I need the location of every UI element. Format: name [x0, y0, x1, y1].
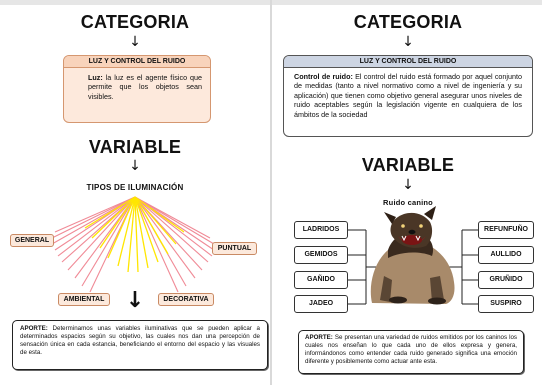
arrow-down-icon: ↓	[402, 34, 414, 50]
dog-head	[384, 206, 436, 248]
right-category-box: LUZ Y CONTROL DEL RUIDO Control de ruido…	[283, 55, 533, 137]
left-aporte-box: APORTE: Determinamos unas variables ilum…	[12, 320, 268, 370]
left-category-box-header: LUZ Y CONTROL DEL RUIDO	[64, 56, 210, 68]
lighting-type-puntual: PUNTUAL	[212, 242, 257, 255]
right-category-text: El control del ruido está formado por aq…	[294, 72, 522, 119]
light-rays-graphic	[51, 196, 215, 293]
right-category-box-body: Control de ruido: El control del ruido e…	[284, 68, 532, 119]
noise-suspiro: SUSPIRO	[478, 295, 534, 313]
noise-gemidos: GEMIDOS	[294, 246, 348, 264]
noise-refunfuno: REFUNFUÑO	[478, 221, 534, 239]
left-aporte-text: Determinamos unas variables iluminativas…	[20, 325, 260, 356]
left-variable-title: VARIABLE	[88, 137, 182, 157]
left-category-term: Luz:	[88, 73, 103, 82]
lighting-type-decorativa: DECORATIVA	[158, 293, 214, 306]
lighting-types-subtitle: TIPOS DE ILUMINACIÓN	[86, 183, 184, 192]
left-category-box-body: Luz: la luz es el agente físico que perm…	[64, 68, 210, 101]
right-category-box-header: LUZ Y CONTROL DEL RUIDO	[284, 56, 532, 68]
lighting-type-general: GENERAL	[10, 234, 54, 247]
right-variable-title: VARIABLE	[361, 155, 455, 175]
lighting-type-ambiental: AMBIENTAL	[58, 293, 110, 306]
noise-jadeo: JADEO	[294, 295, 348, 313]
left-aporte-label: APORTE:	[20, 325, 48, 332]
right-aporte-box: APORTE: Se presentan una variedad de rui…	[298, 330, 524, 374]
right-aporte-text: Se presentan una variedad de ruidos emit…	[305, 334, 517, 365]
left-category-text: la luz es el agente físico que permite q…	[88, 73, 202, 101]
right-category-title: CATEGORIA	[353, 12, 463, 32]
noise-ladridos: LADRIDOS	[294, 221, 348, 239]
arrow-down-icon: ↓	[129, 34, 141, 50]
arrow-down-icon: ↓	[129, 158, 141, 174]
noise-ganido: GAÑIDO	[294, 271, 348, 289]
noise-grunido: GRUÑIDO	[478, 271, 534, 289]
left-category-title: CATEGORIA	[80, 12, 190, 32]
panel-divider	[270, 0, 272, 385]
left-category-box: LUZ Y CONTROL DEL RUIDO Luz: la luz es e…	[63, 55, 211, 123]
right-category-term: Control de ruido:	[294, 72, 353, 81]
dog-noise-subtitle: Ruido canino	[383, 198, 433, 207]
arrow-down-icon: ↓	[402, 177, 414, 193]
ray-fan-center-yellow	[84, 196, 185, 273]
right-aporte-label: APORTE:	[305, 334, 333, 341]
noise-aullido: AULLIDO	[478, 246, 534, 264]
arrow-down-icon: ↓	[125, 288, 145, 313]
